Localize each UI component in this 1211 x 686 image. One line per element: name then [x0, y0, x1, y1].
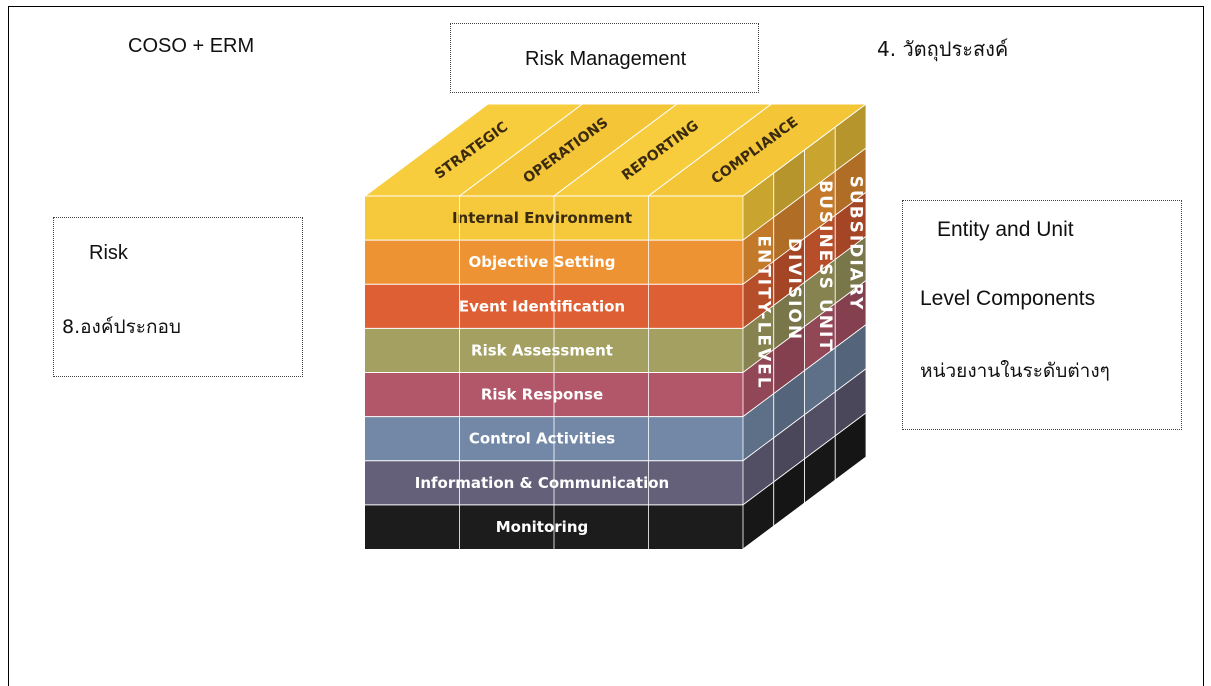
component-label: Risk Response	[481, 386, 603, 404]
component-label: Control Activities	[469, 430, 615, 448]
components-label: 8.องค์ประกอบ	[62, 316, 181, 338]
entity-unit-box: Entity and Unit Level Components หน่วยงา…	[902, 200, 1182, 430]
page-frame	[8, 6, 1204, 686]
entity-unit-line2: Level Components	[920, 287, 1096, 310]
cube-side-face: ENTITY-LEVEL DIVISION BUSINESS UNIT SUBSIDI…	[742, 103, 867, 550]
unit-label: BUSINESS UNIT	[815, 180, 835, 353]
component-label: Monitoring	[496, 518, 588, 536]
objective-column	[646, 103, 868, 197]
component-label: Internal Environment	[452, 209, 632, 227]
heading-coso-erm: COSO + ERM	[128, 35, 255, 57]
component-label: Objective Setting	[468, 253, 615, 271]
component-label: Event Identification	[459, 297, 625, 315]
risk-label: Risk	[89, 242, 128, 264]
entity-unit-line3: หน่วยงานในระดับต่างๆ	[920, 360, 1110, 382]
risk-management-label: Risk Management	[525, 48, 687, 70]
risk-management-box: Risk Management	[450, 23, 759, 93]
entity-unit-line1: Entity and Unit	[937, 218, 1074, 241]
unit-label: SUBSIDIARY	[846, 176, 866, 312]
component-label: Risk Assessment	[471, 341, 613, 359]
component-label: Information & Communication	[415, 474, 669, 492]
unit-label: ENTITY-LEVEL	[753, 235, 773, 389]
risk-components-box: Risk 8.องค์ประกอบ	[53, 217, 303, 377]
side-cell	[834, 412, 867, 481]
heading-objectives: 4. วัตถุประสงค์	[877, 37, 1009, 61]
unit-label: DIVISION	[784, 238, 804, 341]
